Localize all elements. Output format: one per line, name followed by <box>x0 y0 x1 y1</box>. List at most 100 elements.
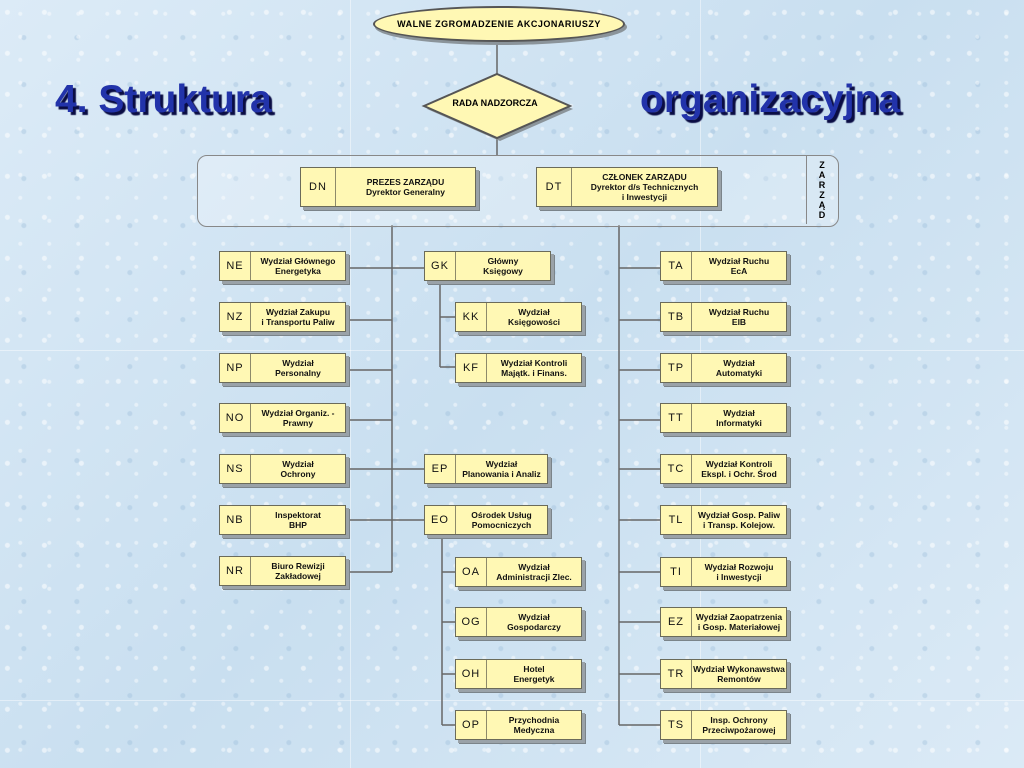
unit-code: TA <box>661 252 692 280</box>
unit-code: KK <box>456 303 487 331</box>
unit-code: EP <box>425 455 456 483</box>
title-right: organizacyjna <box>640 78 901 121</box>
unit-box-tt: TT Wydział Informatyki <box>660 403 787 433</box>
unit-box-eo: EO Ośrodek Usług Pomocniczych <box>424 505 548 535</box>
unit-code: NO <box>220 404 251 432</box>
unit-code: TT <box>661 404 692 432</box>
unit-code: GK <box>425 252 456 280</box>
unit-name: Wydział Zaopatrzenia i Gosp. Materiałowe… <box>695 612 783 632</box>
unit-name: CZŁONEK ZARZĄDU Dyrektor d/s Technicznyc… <box>590 172 699 202</box>
unit-name: Wydział Gospodarczy <box>507 612 561 632</box>
unit-code: NE <box>220 252 251 280</box>
diamond-shape <box>421 72 573 140</box>
unit-box-ez: EZ Wydział Zaopatrzenia i Gosp. Materiał… <box>660 607 787 637</box>
unit-name: Wydział Automatyki <box>715 358 763 378</box>
unit-code: NP <box>220 354 251 382</box>
unit-code: OG <box>456 608 487 636</box>
unit-box-dt: DT CZŁONEK ZARZĄDU Dyrektor d/s Technicz… <box>536 167 718 207</box>
unit-box-tr: TR Wydział Wykonawstwa Remontów <box>660 659 787 689</box>
grid-line <box>0 700 1024 701</box>
grid-line <box>700 0 701 768</box>
unit-box-gk: GK Główny Księgowy <box>424 251 551 281</box>
grid-line <box>350 0 351 768</box>
unit-name: Wydział Głównego Energetyka <box>260 256 336 276</box>
board-letter: A <box>818 170 826 180</box>
unit-code: NZ <box>220 303 251 331</box>
unit-name: Wydział Personalny <box>275 358 321 378</box>
unit-name: Insp. Ochrony Przeciwpożarowej <box>702 715 776 735</box>
unit-code: OH <box>456 660 487 688</box>
unit-box-oa: OA Wydział Administracji Zlec. <box>455 557 582 587</box>
unit-name: Biuro Rewizji Zakładowej <box>271 561 325 581</box>
unit-box-kf: KF Wydział Kontroli Majątk. i Finans. <box>455 353 582 383</box>
unit-box-dn: DN PREZES ZARZĄDU Dyrektor Generalny <box>300 167 476 207</box>
unit-code: OP <box>456 711 487 739</box>
board-letter: D <box>818 210 826 220</box>
unit-box-op: OP Przychodnia Medyczna <box>455 710 582 740</box>
board-letter: Z <box>819 160 825 170</box>
unit-box-oh: OH Hotel Energetyk <box>455 659 582 689</box>
unit-box-ts: TS Insp. Ochrony Przeciwpożarowej <box>660 710 787 740</box>
unit-name: Ośrodek Usług Pomocniczych <box>471 510 532 530</box>
unit-code: TL <box>661 506 692 534</box>
unit-name: Wydział Gosp. Paliw i Transp. Kolejow. <box>697 510 781 530</box>
unit-box-kk: KK Wydział Księgowości <box>455 302 582 332</box>
unit-name: Wydział Księgowości <box>508 307 560 327</box>
supervisory-board-label: RADA NADZORCZA <box>452 98 538 108</box>
unit-box-ta: TA Wydział Ruchu EcA <box>660 251 787 281</box>
unit-name: Wydział Rozwoju i Inwestycji <box>704 562 774 582</box>
unit-code: NR <box>220 557 251 585</box>
unit-name: Wydział Zakupu i Transportu Paliw <box>261 307 335 327</box>
unit-box-np: NP Wydział Personalny <box>219 353 346 383</box>
unit-box-nr: NR Biuro Rewizji Zakładowej <box>219 556 346 586</box>
unit-name: Wydział Ochrony <box>280 459 316 479</box>
unit-code: NB <box>220 506 251 534</box>
unit-name: Wydział Ruchu ElB <box>708 307 770 327</box>
unit-name: Hotel Energetyk <box>513 664 555 684</box>
management-board-label: Z A R Z Ą D <box>806 156 837 224</box>
unit-box-no: NO Wydział Organiz. - Prawny <box>219 403 346 433</box>
unit-name: PREZES ZARZĄDU Dyrektor Generalny <box>366 177 445 197</box>
board-letter: R <box>818 180 826 190</box>
unit-box-ep: EP Wydział Planowania i Analiz <box>424 454 548 484</box>
unit-box-tl: TL Wydział Gosp. Paliw i Transp. Kolejow… <box>660 505 787 535</box>
unit-box-ne: NE Wydział Głównego Energetyka <box>219 251 346 281</box>
unit-code: OA <box>456 558 487 586</box>
unit-box-tp: TP Wydział Automatyki <box>660 353 787 383</box>
unit-code: EZ <box>661 608 692 636</box>
unit-code: KF <box>456 354 487 382</box>
unit-name: Wydział Ruchu EcA <box>708 256 770 276</box>
unit-box-ti: TI Wydział Rozwoju i Inwestycji <box>660 557 787 587</box>
unit-name: Wydział Administracji Zlec. <box>496 562 572 582</box>
unit-name: Wydział Planowania i Analiz <box>462 459 541 479</box>
unit-name: Wydział Kontroli Majątk. i Finans. <box>500 358 568 378</box>
unit-code: DT <box>537 168 572 206</box>
unit-code: EO <box>425 506 456 534</box>
unit-name: Wydział Informatyki <box>716 408 762 428</box>
unit-box-nb: NB Inspektorat BHP <box>219 505 346 535</box>
unit-code: NS <box>220 455 251 483</box>
unit-box-tc: TC Wydział Kontroli Ekspl. i Ochr. Środ <box>660 454 787 484</box>
unit-code: DN <box>301 168 336 206</box>
unit-box-nz: NZ Wydział Zakupu i Transportu Paliw <box>219 302 346 332</box>
board-letter: Z <box>819 190 825 200</box>
unit-box-tb: TB Wydział Ruchu ElB <box>660 302 787 332</box>
unit-name: Przychodnia Medyczna <box>508 715 560 735</box>
unit-code: TI <box>661 558 692 586</box>
unit-code: TC <box>661 455 692 483</box>
title-left: 4. Struktura <box>55 78 272 121</box>
unit-name: Wydział Kontroli Ekspl. i Ochr. Środ <box>701 459 777 479</box>
unit-box-og: OG Wydział Gospodarczy <box>455 607 582 637</box>
board-letter: Ą <box>818 200 826 210</box>
unit-name: Inspektorat BHP <box>275 510 321 530</box>
unit-box-ns: NS Wydział Ochrony <box>219 454 346 484</box>
unit-name: Wydział Organiz. - Prawny <box>261 408 335 428</box>
unit-name: Główny Księgowy <box>483 256 523 276</box>
shareholders-assembly: WALNE ZGROMADZENIE AKCJONARIUSZY <box>373 6 625 42</box>
unit-code: TP <box>661 354 692 382</box>
unit-name: Wydział Wykonawstwa Remontów <box>693 664 785 684</box>
grid-line <box>0 350 1024 351</box>
unit-code: TS <box>661 711 692 739</box>
management-board-frame <box>197 155 839 227</box>
